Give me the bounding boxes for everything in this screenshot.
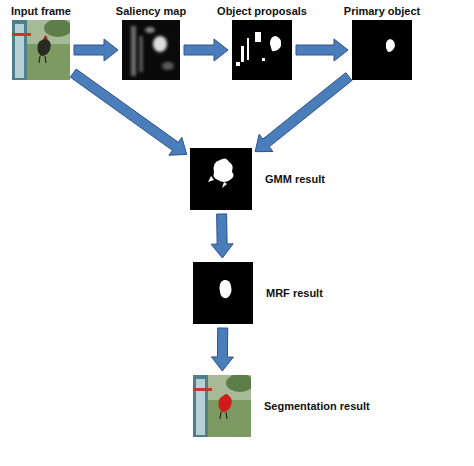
proposal-region: [241, 46, 244, 62]
segmented-rooster: [219, 394, 232, 412]
door-frame: [12, 20, 27, 80]
saliency-region: [145, 27, 155, 33]
primary-object-image: [352, 20, 412, 80]
mrf-result-image: [193, 262, 253, 324]
proposals-background: [232, 20, 292, 80]
rooster-legs: [39, 56, 46, 63]
image-panel: Segmentation result: [193, 375, 251, 437]
gmm-result-image: [190, 148, 252, 210]
panel-title: GMM result: [265, 173, 325, 185]
door-stripe: [193, 388, 212, 391]
image-panel: Primary object: [352, 20, 412, 80]
block-arrow: [184, 39, 228, 61]
proposal-region: [255, 32, 261, 42]
image-panel: MRF result: [193, 262, 253, 324]
rooster-comb: [43, 35, 48, 40]
panel-title: MRF result: [266, 287, 323, 299]
saliency-background: [122, 20, 180, 80]
block-arrow: [74, 39, 118, 61]
panel-title: Input frame: [11, 5, 71, 17]
mrf-background: [193, 262, 253, 324]
block-arrow: [211, 214, 233, 258]
proposal-region: [270, 36, 281, 51]
door-glass: [196, 379, 205, 435]
scene-bush: [44, 20, 70, 37]
saliency-region: [131, 26, 136, 76]
proposal-region: [236, 62, 240, 66]
rooster-body: [38, 38, 51, 56]
block-arrow: [70, 69, 186, 155]
block-arrow: [255, 73, 352, 152]
image-panel: Object proposals: [232, 20, 292, 80]
proposal-region: [262, 58, 265, 61]
object-proposals-image: [232, 20, 292, 80]
gmm-region: [214, 158, 234, 182]
proposal-region: [247, 38, 249, 60]
image-panel: GMM result: [190, 148, 252, 210]
primary-region: [386, 39, 395, 52]
gmm-region: [208, 176, 227, 188]
panel-title: Primary object: [344, 5, 420, 17]
panel-title: Object proposals: [217, 5, 307, 17]
image-panel: Saliency map: [122, 20, 180, 80]
door-frame: [193, 375, 208, 437]
image-panel: Input frame: [12, 20, 70, 80]
block-arrow: [296, 39, 348, 61]
door-glass: [15, 24, 24, 78]
segmentation-result-image: [193, 375, 251, 437]
gmm-background: [190, 148, 252, 210]
panel-title: Saliency map: [116, 5, 186, 17]
rooster-legs: [220, 412, 227, 419]
panel-title: Segmentation result: [264, 400, 370, 412]
saliency-region: [153, 36, 167, 52]
primary-background: [352, 20, 412, 80]
scene-bush: [226, 375, 251, 392]
saliency-region: [162, 62, 174, 70]
input-frame-image: [12, 20, 70, 80]
mrf-region: [220, 280, 232, 298]
door-stripe: [12, 33, 31, 36]
saliency-map-image: [122, 20, 180, 80]
saliency-region: [139, 36, 143, 72]
block-arrow: [211, 328, 233, 371]
